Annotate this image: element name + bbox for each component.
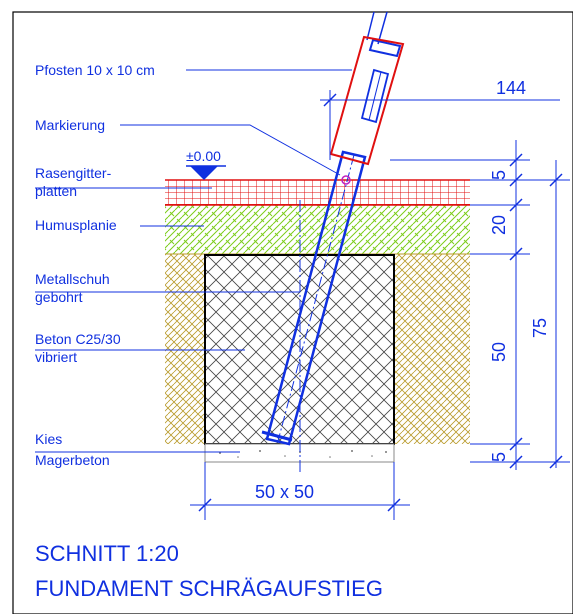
title-line-2: FUNDAMENT SCHRÄGAUFSTIEG: [35, 576, 383, 601]
dim-5-bottom: 5: [489, 452, 509, 462]
dim-75: 75: [530, 318, 550, 338]
label-pfosten: Pfosten 10 x 10 cm: [35, 62, 155, 78]
dim-20: 20: [489, 215, 509, 235]
dim-50: 50: [489, 342, 509, 362]
grass-grid-layer: [165, 180, 470, 205]
label-rasengitter-1: Rasengitter-: [35, 165, 112, 181]
label-metallschuh-1: Metallschuh: [35, 271, 110, 287]
marker-point: [341, 175, 351, 185]
title-line-1: SCHNITT 1:20: [35, 541, 179, 566]
label-beton-1: Beton C25/30: [35, 331, 121, 347]
label-humusplanie: Humusplanie: [35, 217, 117, 233]
post-sleeve: [329, 35, 405, 166]
label-rasengitter-2: platten: [35, 183, 77, 199]
dimension-offset: [320, 90, 560, 160]
label-kies: Kies: [35, 431, 62, 447]
inclined-post: [261, 11, 402, 446]
level-label: ±0.00: [186, 148, 221, 164]
dim-footing-label: 50 x 50: [255, 482, 314, 502]
label-magerbeton: Magerbeton: [35, 452, 110, 468]
level-symbol: [186, 165, 226, 180]
lean-concrete-dots: [219, 450, 387, 458]
dimension-footing: [190, 462, 410, 520]
label-beton-2: vibriert: [35, 349, 77, 365]
dim-5-top: 5: [489, 170, 509, 180]
label-markierung: Markierung: [35, 117, 105, 133]
dimension-chain: [390, 140, 570, 470]
dimension-offset-label: 144: [496, 78, 526, 98]
sheet-frame: [12, 11, 573, 614]
label-metallschuh-2: gebohrt: [35, 289, 83, 305]
